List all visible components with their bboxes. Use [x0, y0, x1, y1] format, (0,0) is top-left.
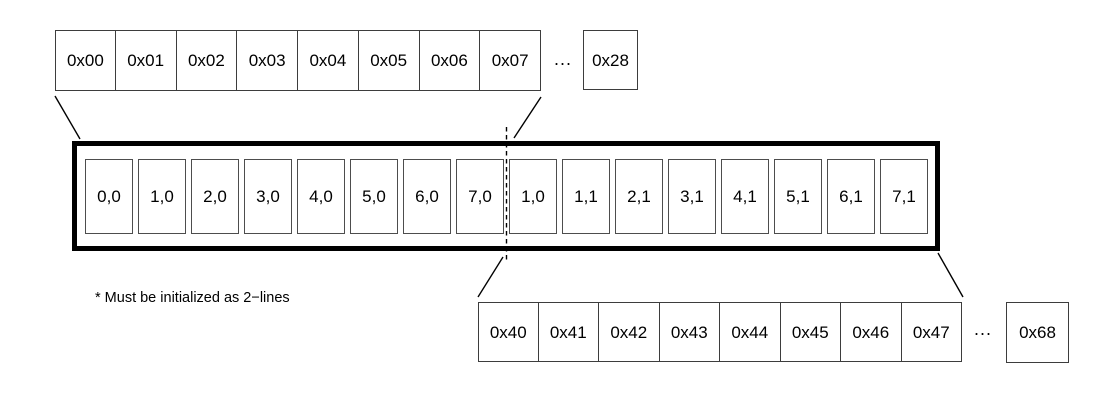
line2-address-strip: 0x40 0x41 0x42 0x43 0x44 0x45 0x46 0x47: [478, 302, 962, 362]
address-cell: 0x01: [115, 30, 177, 91]
address-cell: 0x40: [478, 302, 539, 362]
address-cell: 0x42: [599, 302, 660, 362]
display-buffer-box: 0,0 1,0 2,0 3,0 4,0 5,0 6,0 7,0 1,0 1,1 …: [72, 141, 940, 251]
address-cell: 0x05: [358, 30, 420, 91]
address-cell: 0x00: [55, 30, 116, 91]
buffer-cell: 4,1: [721, 158, 769, 234]
buffer-cell: 1,1: [562, 158, 610, 234]
buffer-cell: 6,0: [403, 158, 451, 234]
line2-last-address-box: 0x68: [1006, 302, 1069, 363]
buffer-cell: 5,0: [350, 158, 398, 234]
address-cell: 0x04: [298, 30, 359, 91]
buffer-cell: 3,0: [244, 158, 292, 234]
buffer-cell: 1,0: [509, 158, 557, 234]
buffer-cell: 7,0: [456, 158, 504, 234]
buffer-cell: 3,1: [668, 158, 716, 234]
buffer-cell: 7,1: [880, 158, 928, 234]
buffer-cell: 5,1: [774, 158, 822, 234]
connector-bottom-right: [937, 252, 964, 298]
buffer-cell: 1,0: [138, 158, 186, 234]
buffer-cell: 2,0: [191, 158, 239, 234]
address-cell: 0x06: [419, 30, 481, 91]
address-cell: 0x41: [538, 302, 599, 362]
buffer-cell: 4,0: [297, 158, 345, 234]
address-cell: 0x43: [659, 302, 720, 362]
address-cell: 0x46: [841, 302, 902, 362]
address-cell: 0x07: [480, 30, 541, 91]
connector-top-right: [513, 96, 542, 139]
buffer-cell: 2,1: [615, 158, 663, 234]
address-cell: 0x45: [780, 302, 841, 362]
line2-ellipsis: ...: [973, 319, 992, 339]
address-cell: 0x47: [901, 302, 962, 362]
footnote-text: * Must be initialized as 2−lines: [95, 290, 290, 306]
address-cell: 0x02: [176, 30, 238, 91]
line1-ellipsis: ...: [553, 49, 572, 69]
connector-top-left: [54, 95, 81, 140]
address-cell: 0x44: [720, 302, 781, 362]
buffer-cell: 6,1: [827, 158, 875, 234]
address-cell: 0x03: [237, 30, 298, 91]
line1-last-address-box: 0x28: [583, 30, 638, 90]
connector-bottom-left: [477, 256, 504, 298]
line1-address-strip: 0x00 0x01 0x02 0x03 0x04 0x05 0x06 0x07: [55, 30, 541, 91]
buffer-cell: 0,0: [85, 158, 133, 234]
